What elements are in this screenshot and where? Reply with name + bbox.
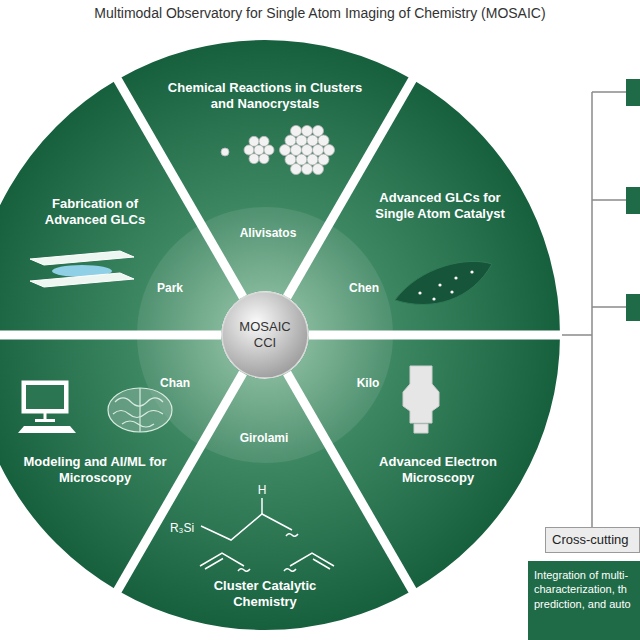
sector-heading: Cluster Catalytic Chemistry [190,578,340,610]
text-holder: Park [135,281,205,295]
text-holder: Girolami [219,431,309,445]
atom-dot [302,145,313,156]
sector-heading: Advanced Electron Microscopy [368,454,508,486]
cross-cutting-box: Integration of multi- characterization, … [528,561,640,640]
nanocluster-icons [221,125,335,174]
atom-dot [264,145,274,155]
theme-sector: Cluster Catalytic Chemistry Girolami [0,40,560,630]
tab-label: Cross-cutting [552,532,633,548]
text-holder: Chen [329,281,399,295]
sector-inner-ring [201,373,329,463]
atom-dot [313,164,324,175]
sector-heading: Advanced GLCs for Single Atom Catalyst [375,190,505,222]
investigator-name: Park [135,281,205,295]
atom-dot [318,135,329,146]
chemistry-label: H [258,483,267,497]
diagram-title: Multimodal Observatory for Single Atom I… [94,5,545,21]
investigator-name: Chan [140,376,210,390]
atom-dot [280,145,291,156]
sector-gaps [0,67,575,604]
text-holder: Advanced GLCs for Single Atom Catalyst [375,190,505,222]
investigator-name: Alivisatos [213,226,323,240]
atom-dot [249,136,259,146]
sector-outer [118,373,413,630]
atom-dot [249,154,259,164]
atom-dot [291,145,302,156]
brain-icon [108,388,172,432]
side-boxes [626,79,640,321]
microscope-icon [403,366,439,433]
text-holder: Modeling and AI/ML for Microscopy [20,454,170,486]
title-holder: Multimodal Observatory for Single Atom I… [0,4,640,22]
computer-icon [18,381,76,433]
investigator-name: Chen [329,281,399,295]
chemistry-structure [200,498,334,571]
sector-outer [0,80,243,335]
atom-dot [302,125,313,136]
atom-dot [254,145,264,155]
hub-label: MOSAIC CCI [233,319,297,350]
text-holder: Cluster Catalytic Chemistry [190,578,340,610]
text-holder: Chemical Reactions in Clusters and Nanoc… [160,80,370,112]
chemistry-label: R₃Si [170,521,194,535]
text-holder: Kilo [333,376,403,390]
sector-heading: Modeling and AI/ML for Microscopy [20,454,170,486]
atom-dot [291,164,302,175]
atom-dot [259,154,269,164]
chemistry-label-text: R₃Si [170,521,194,535]
atom-dot [244,145,254,155]
atom-dot [307,154,318,165]
atom-dot [221,148,229,156]
atom-dot [313,125,324,136]
atom-dot [285,154,296,165]
atom-dot [324,145,335,156]
atom-dot [285,135,296,146]
atom-dot [313,145,324,156]
text-holder: Alivisatos [213,226,323,240]
atom-dot [307,135,318,146]
investigator-name: Kilo [333,376,403,390]
sector-shape [0,40,560,630]
atom-dot [296,135,307,146]
glc-icon [30,251,134,287]
text-holder: Chan [140,376,210,390]
atom-dot [291,125,302,136]
text-holder: Fabrication of Advanced GLCs [30,196,160,228]
atom-dot [302,164,313,175]
atom-dot [296,154,307,165]
leaf-icon [395,261,492,304]
bracket-tree [562,92,626,527]
sector-heading: Chemical Reactions in Clusters and Nanoc… [160,80,370,112]
sector-outer [287,80,560,335]
atom-dot [259,136,269,146]
cross-cutting-tab: Cross-cutting [545,527,640,553]
hub-circle: MOSAIC CCI [221,291,309,379]
sector-heading: Fabrication of Advanced GLCs [30,196,160,228]
atom-dot [318,154,329,165]
text-holder: Advanced Electron Microscopy [368,454,508,486]
box-text: Integration of multi- characterization, … [534,568,634,611]
investigator-name: Girolami [219,431,309,445]
chemistry-label-text: H [258,483,267,497]
